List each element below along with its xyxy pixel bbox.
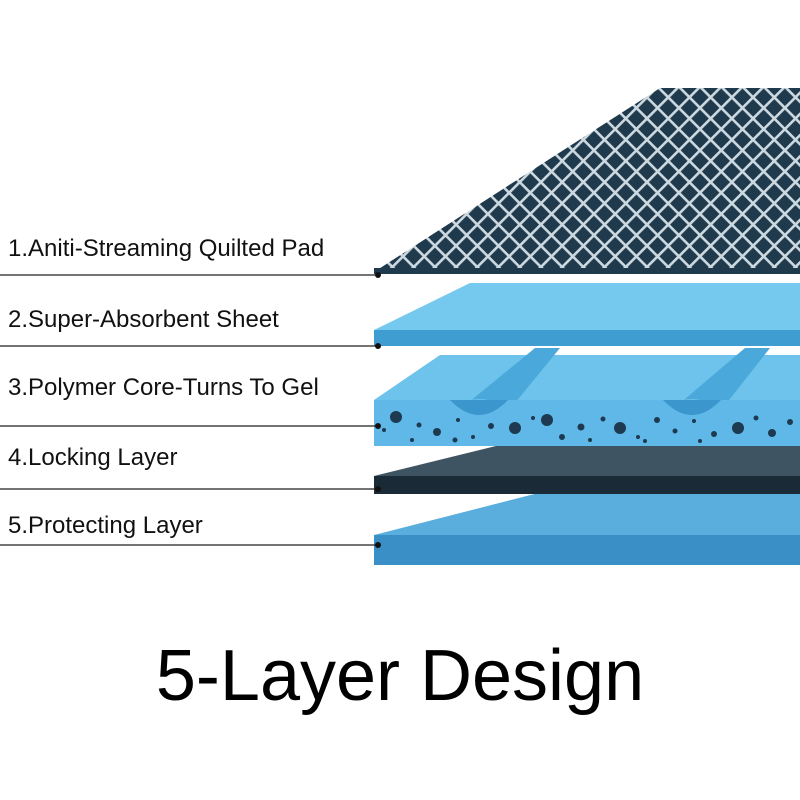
polymer-granule (643, 439, 647, 443)
quilted-pad-layer (374, 88, 800, 274)
polymer-granule (588, 438, 592, 442)
protecting-layer-top (374, 488, 800, 535)
gel-channel-front-1 (450, 400, 508, 415)
leader-dot-5 (375, 542, 381, 548)
polymer-granule (698, 439, 702, 443)
polymer-granule (732, 422, 744, 434)
polymer-granule (471, 435, 475, 439)
leader-dot-3 (375, 423, 381, 429)
polymer-core-side (374, 400, 800, 446)
absorbent-sheet-layer (374, 283, 800, 346)
layer-label-polymer-core: 3.Polymer Core-Turns To Gel (8, 374, 319, 401)
polymer-core-layer (374, 348, 800, 446)
polymer-granule (672, 428, 678, 434)
polymer-granule (577, 423, 585, 431)
polymer-granule (390, 411, 402, 423)
leader-dot-4 (375, 486, 381, 492)
polymer-granule (410, 438, 414, 442)
absorbent-sheet-side (374, 330, 800, 346)
polymer-core-top (374, 355, 800, 400)
polymer-granule (541, 414, 553, 426)
polymer-granule (416, 422, 422, 428)
layer-label-quilted-pad: 1.Aniti-Streaming Quilted Pad (8, 235, 325, 262)
leader-dot-2 (375, 343, 381, 349)
polymer-granule (711, 431, 717, 437)
gel-channel-1 (452, 348, 560, 416)
polymer-granule (692, 419, 696, 423)
leader-lines (0, 272, 381, 548)
locking-layer-side (374, 476, 800, 494)
polymer-granule (768, 429, 776, 437)
leader-dot-1 (375, 272, 381, 278)
gel-channel-front-2 (663, 400, 721, 415)
locking-layer (374, 445, 800, 494)
layer-label-locking-layer: 4.Locking Layer (8, 444, 178, 471)
quilted-pad-edge (374, 268, 800, 274)
protecting-layer (374, 488, 800, 565)
polymer-granule (433, 428, 441, 436)
polymer-granule (787, 419, 793, 425)
polymer-granule (559, 434, 565, 440)
polymer-granule (382, 428, 386, 432)
polymer-granule (753, 415, 759, 421)
polymer-granule (509, 422, 521, 434)
layer-label-protecting-layer: 5.Protecting Layer (8, 512, 203, 539)
polymer-granule (452, 437, 458, 443)
diagram-title: 5-Layer Design (155, 636, 645, 716)
polymer-granule (636, 435, 640, 439)
quilted-pad-top (374, 88, 800, 272)
polymer-granule (488, 423, 494, 429)
gel-channel-2 (665, 348, 770, 416)
absorbent-sheet-top (374, 283, 800, 330)
protecting-layer-side (374, 535, 800, 565)
polymer-granule (600, 416, 606, 422)
polymer-granule (614, 422, 626, 434)
polymer-granule (654, 417, 660, 423)
layer-label-absorbent-sheet: 2.Super-Absorbent Sheet (8, 306, 279, 333)
polymer-granule (531, 416, 535, 420)
locking-layer-top (374, 445, 800, 476)
polymer-granule (456, 418, 460, 422)
polymer-granules (382, 411, 793, 443)
